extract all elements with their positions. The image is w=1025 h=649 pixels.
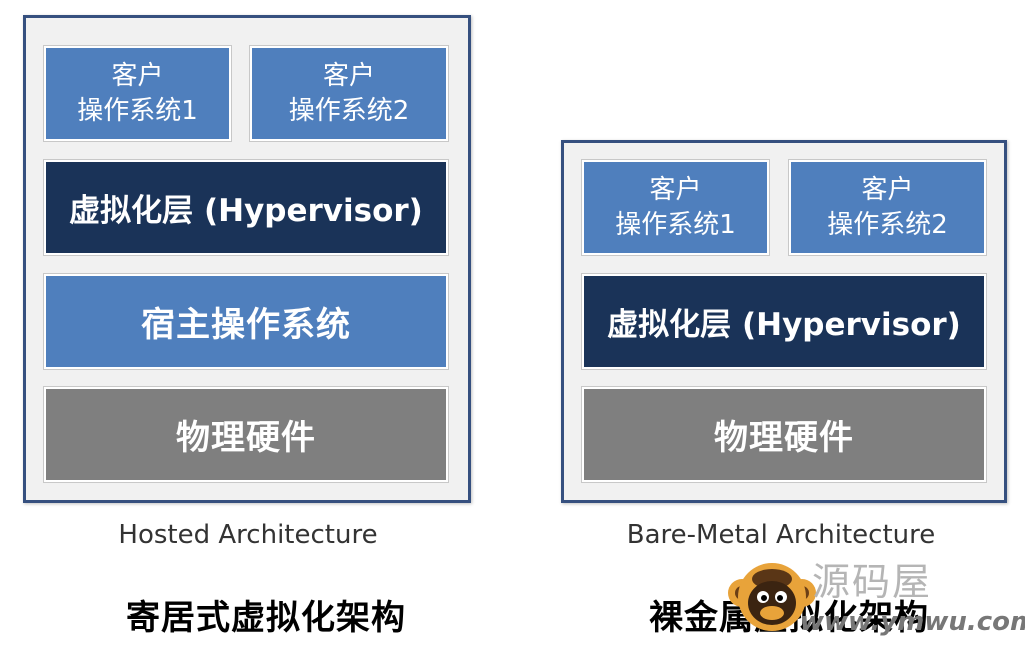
bare-metal-architecture-caption: Bare-Metal Architecture [626, 520, 936, 550]
bare-hypervisor-box: 虚拟化层 (Hypervisor) [582, 274, 986, 369]
hosted-guest-os-2-line1: 客户 [322, 60, 375, 91]
monkey-logo-icon [728, 563, 816, 631]
bare-guest-os-1-line1: 客户 [649, 174, 702, 205]
watermark: 源码屋 www.ymwu.com [722, 553, 1025, 643]
hosted-architecture-title: 寄居式虚拟化架构 [126, 598, 406, 638]
hosted-guest-os-1-box: 客户 操作系统1 [44, 46, 231, 141]
hosted-guest-os-1-line2: 操作系统1 [77, 95, 198, 126]
hosted-hardware-label: 物理硬件 [176, 418, 316, 458]
hosted-host-os-label: 宿主操作系统 [141, 305, 351, 345]
hosted-hypervisor-box: 虚拟化层 (Hypervisor) [44, 160, 448, 255]
hosted-hardware-box: 物理硬件 [44, 387, 448, 482]
bare-guest-os-2-line2: 操作系统2 [827, 209, 948, 240]
hosted-architecture-caption: Hosted Architecture [118, 520, 378, 550]
hosted-guest-os-2-box: 客户 操作系统2 [250, 46, 448, 141]
bare-hardware-box: 物理硬件 [582, 387, 986, 482]
watermark-url: www.ymwu.com [800, 607, 1025, 637]
hosted-hypervisor-label: 虚拟化层 (Hypervisor) [69, 193, 423, 229]
bare-hypervisor-label: 虚拟化层 (Hypervisor) [607, 307, 961, 343]
bare-hardware-label: 物理硬件 [714, 418, 854, 458]
bare-metal-architecture-frame: 客户 操作系统2 操作系统1 客户 操作系统2 虚拟化层 (Hypervisor… [561, 140, 1007, 503]
watermark-brand: 源码屋 [812, 560, 933, 604]
bare-guest-os-1-box: 客户 操作系统2 操作系统1 [582, 160, 769, 255]
hosted-host-os-box: 宿主操作系统 [44, 274, 448, 369]
bare-guest-os-2-line1: 客户 [861, 174, 914, 205]
bare-guest-os-1-line2-text: 操作系统1 [615, 209, 736, 240]
hosted-guest-os-2-line2: 操作系统2 [288, 95, 410, 126]
bare-guest-os-2-box: 客户 操作系统2 [789, 160, 986, 255]
hosted-architecture-frame: 客户 操作系统1 客户 操作系统2 虚拟化层 (Hypervisor) 宿主操作… [23, 15, 471, 503]
hosted-guest-os-1-line1: 客户 [111, 60, 164, 91]
